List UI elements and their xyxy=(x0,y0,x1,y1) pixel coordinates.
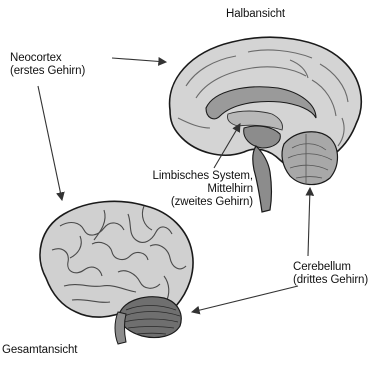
label-limbic-system: Limbisches System, Mittelhirn (zweites G… xyxy=(140,170,253,209)
label-neocortex: Neocortex (erstes Gehirn) xyxy=(10,52,85,78)
label-cerebellum: Cerebellum (drittes Gehirn) xyxy=(293,261,368,287)
sagittal-brainstem xyxy=(253,146,272,212)
label-halbansicht: Halbansicht xyxy=(226,8,285,21)
arrow-cerebellum-up xyxy=(308,188,310,256)
label-gesamtansicht: Gesamtansicht xyxy=(2,344,77,357)
lateral-brain xyxy=(40,201,193,344)
arrow-cerebellum-left xyxy=(192,286,298,312)
lateral-cerebellum xyxy=(120,297,181,338)
arrow-neocortex-to-gesamtansicht xyxy=(38,86,62,200)
arrow-neocortex-to-halbansicht xyxy=(112,58,166,62)
